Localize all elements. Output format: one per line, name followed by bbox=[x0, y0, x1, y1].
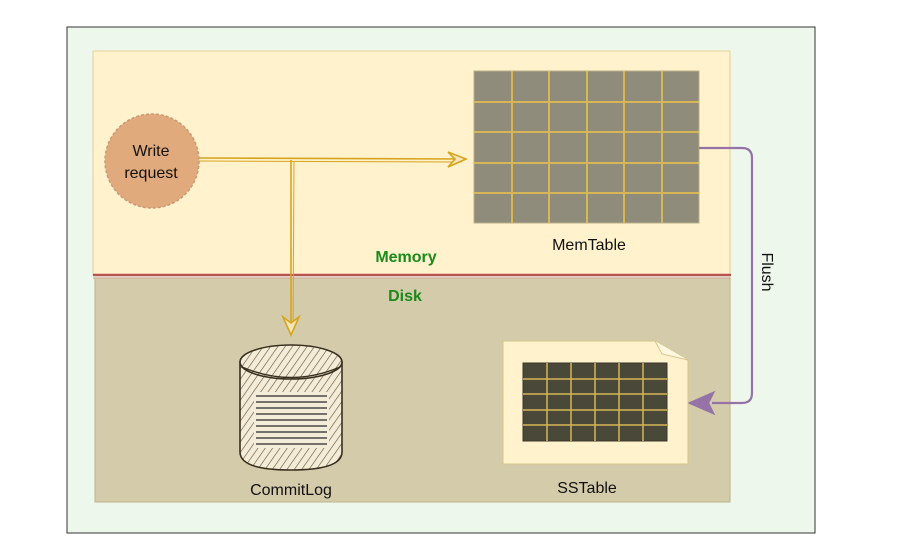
write-to-commitlog-arrow bbox=[281, 160, 301, 337]
write-request-label-line2: request bbox=[124, 165, 178, 182]
sstable-grid bbox=[522, 362, 668, 442]
write-request-node[interactable] bbox=[104, 113, 200, 209]
write-to-memtable-arrow bbox=[198, 151, 469, 168]
sstable-document[interactable] bbox=[502, 340, 689, 465]
memory-label: Memory bbox=[375, 249, 436, 266]
memtable-table[interactable] bbox=[473, 70, 700, 224]
commitlog-lines bbox=[256, 395, 327, 445]
disk-label: Disk bbox=[388, 288, 422, 305]
flush-arrow bbox=[687, 146, 754, 416]
memtable-label: MemTable bbox=[552, 237, 626, 254]
commitlog-cylinder[interactable] bbox=[239, 344, 343, 471]
write-request-label-line1: Write bbox=[132, 143, 169, 160]
sstable-label: SSTable bbox=[557, 480, 617, 497]
flush-label: Flush bbox=[758, 252, 775, 291]
commitlog-label: CommitLog bbox=[250, 482, 332, 499]
